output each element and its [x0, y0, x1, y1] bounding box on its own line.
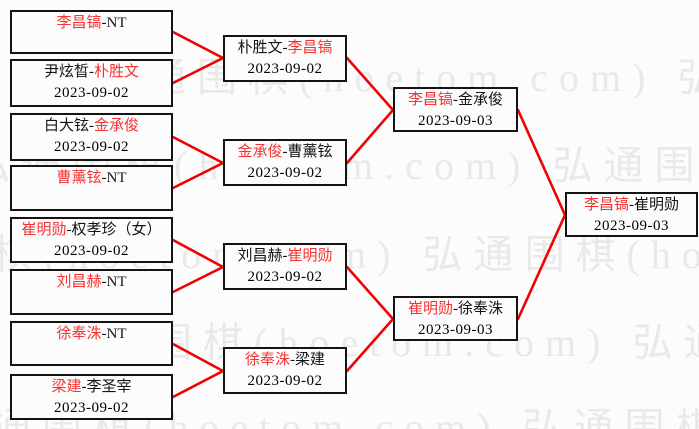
match-players: 徐奉洙-梁建 — [225, 350, 345, 371]
bracket-line — [171, 30, 225, 60]
match-box-final: 李昌镐-崔明勋 2023-09-03 — [565, 192, 698, 237]
match-players: 崔明勋-权孝珍（女） — [12, 220, 171, 241]
winner-name: 金承俊 — [237, 144, 283, 160]
match-box-round1-4: 曹薰铉-NT — [10, 165, 173, 211]
bracket-line — [345, 56, 395, 112]
match-date: 2023-09-02 — [247, 165, 323, 181]
match-players: 李昌镐-NT — [12, 13, 171, 34]
bracket-line — [345, 265, 395, 321]
match-players: 朴胜文-李昌镐 — [225, 38, 345, 59]
match-date: 2023-09-03 — [418, 322, 493, 338]
match-players: 白大铉-金承俊 — [12, 116, 171, 137]
match-date: 2023-09-02 — [247, 373, 323, 389]
player-name: -NT — [101, 326, 127, 342]
player-name: -徐奉洙 — [453, 301, 503, 317]
match-players: 崔明勋-徐奉洙 — [395, 299, 516, 320]
match-date: 2023-09-03 — [418, 113, 493, 129]
match-box-round2-3: 刘昌赫-崔明勋 2023-09-02 — [223, 243, 347, 290]
match-box-semifinal-2: 崔明勋-徐奉洙 2023-09-03 — [393, 296, 518, 341]
winner-name: 刘昌赫 — [56, 274, 102, 290]
player-name: 刘昌赫- — [237, 248, 288, 264]
winner-name: 曹薰铉 — [56, 170, 102, 186]
match-date: 2023-09-02 — [54, 85, 129, 101]
match-date: 2023-09-02 — [247, 269, 323, 285]
winner-name: 梁建 — [51, 379, 82, 395]
player-name: -崔明勋 — [629, 197, 679, 213]
match-players: 刘昌赫-NT — [12, 272, 171, 293]
player-name: 尹炫晳- — [43, 64, 94, 80]
player-name: -李圣宰 — [81, 379, 132, 395]
bracket-line — [171, 238, 225, 269]
match-box-round2-4: 徐奉洙-梁建 2023-09-02 — [223, 347, 347, 394]
match-box-round1-3: 白大铉-金承俊 2023-09-02 — [10, 113, 173, 161]
winner-name: 崔明勋 — [21, 222, 67, 238]
match-box-round1-7: 徐奉洙-NT — [10, 321, 173, 366]
bracket-line — [171, 369, 225, 399]
bracket-line — [171, 265, 225, 294]
match-players: 李昌镐-崔明勋 — [567, 195, 696, 216]
match-box-round1-8: 梁建-李圣宰 2023-09-02 — [10, 374, 173, 420]
match-players: 梁建-李圣宰 — [12, 377, 171, 398]
match-box-round1-1: 李昌镐-NT — [10, 10, 173, 54]
match-date: 2023-09-03 — [594, 218, 669, 234]
winner-name: 朴胜文 — [93, 64, 139, 80]
winner-name: 金承俊 — [93, 118, 139, 134]
match-players: 曹薰铉-NT — [12, 168, 171, 189]
bracket-line — [171, 56, 225, 85]
player-name: -曹薰铉 — [282, 144, 333, 160]
match-box-round1-5: 崔明勋-权孝珍（女） 2023-09-02 — [10, 217, 173, 263]
winner-name: 李昌镐 — [287, 40, 333, 56]
player-name: 白大铉- — [43, 118, 94, 134]
match-date: 2023-09-02 — [54, 139, 129, 155]
match-box-semifinal-1: 李昌镐-金承俊 2023-09-03 — [393, 87, 518, 132]
match-players: 金承俊-曹薰铉 — [225, 142, 345, 163]
match-players: 尹炫晳-朴胜文 — [12, 62, 171, 83]
winner-name: 徐奉洙 — [244, 352, 290, 368]
match-box-round1-2: 尹炫晳-朴胜文 2023-09-02 — [10, 59, 173, 107]
winner-name: 徐奉洙 — [56, 326, 102, 342]
player-name: -梁建 — [290, 352, 325, 368]
winner-name: 崔明勋 — [407, 301, 453, 317]
bracket-line — [171, 135, 225, 165]
winner-name: 崔明勋 — [287, 248, 333, 264]
match-players: 徐奉洙-NT — [12, 324, 171, 345]
bracket-line — [345, 108, 395, 165]
bracket-line — [171, 161, 225, 190]
match-box-round1-6: 刘昌赫-NT — [10, 269, 173, 315]
match-date: 2023-09-02 — [54, 400, 129, 416]
bracket-line — [171, 342, 225, 373]
match-players: 刘昌赫-崔明勋 — [225, 246, 345, 267]
match-box-round2-2: 金承俊-曹薰铉 2023-09-02 — [223, 139, 347, 186]
player-name: -金承俊 — [453, 92, 503, 108]
match-date: 2023-09-02 — [247, 61, 323, 77]
winner-name: 李昌镐 — [583, 197, 629, 213]
match-date: 2023-09-02 — [54, 243, 129, 259]
winner-name: 李昌镐 — [56, 15, 102, 31]
player-name: -NT — [101, 170, 127, 186]
player-name: 朴胜文- — [237, 40, 288, 56]
winner-name: 李昌镐 — [407, 92, 453, 108]
player-name: -NT — [101, 15, 127, 31]
player-name: -NT — [101, 274, 127, 290]
bracket-line — [516, 213, 567, 321]
bracket-line — [516, 108, 567, 217]
match-box-round2-1: 朴胜文-李昌镐 2023-09-02 — [223, 35, 347, 82]
player-name: -权孝珍（女） — [66, 222, 162, 238]
match-players: 李昌镐-金承俊 — [395, 90, 516, 111]
bracket-line — [345, 317, 395, 373]
